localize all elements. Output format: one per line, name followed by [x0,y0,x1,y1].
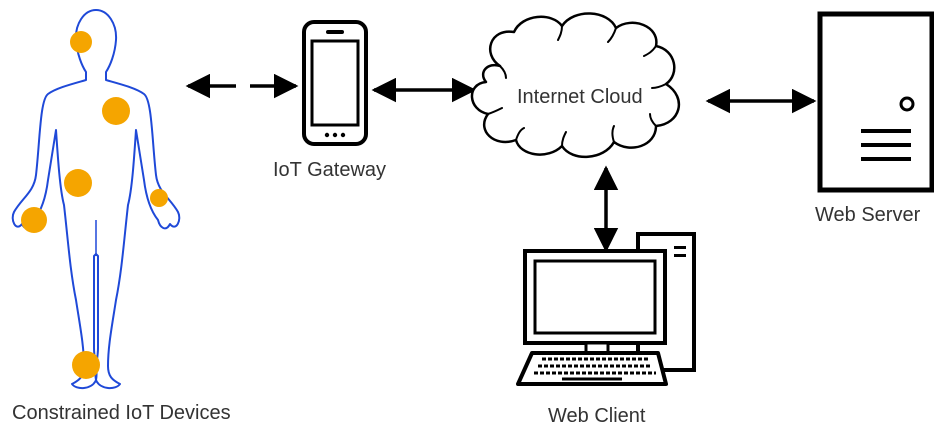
web-server-icon [817,11,934,193]
sensor-dot-abdomen [64,169,92,197]
human-body-figure [11,9,181,390]
cloud-label: Internet Cloud [517,86,643,108]
sensor-dot-head [70,31,92,53]
sensor-dot-right-wrist [150,189,168,207]
sensor-dot-left-hand [21,207,47,233]
gateway-label: IoT Gateway [273,159,386,181]
internet-cloud-icon [470,12,681,159]
client-label: Web Client [548,405,646,427]
body-label: Constrained IoT Devices [12,402,231,424]
server-label: Web Server [815,204,921,226]
gateway-phone-icon [302,20,368,146]
web-client-computer-icon [516,232,696,386]
sensor-dot-ankle [72,351,100,379]
sensor-dot-chest [102,97,130,125]
